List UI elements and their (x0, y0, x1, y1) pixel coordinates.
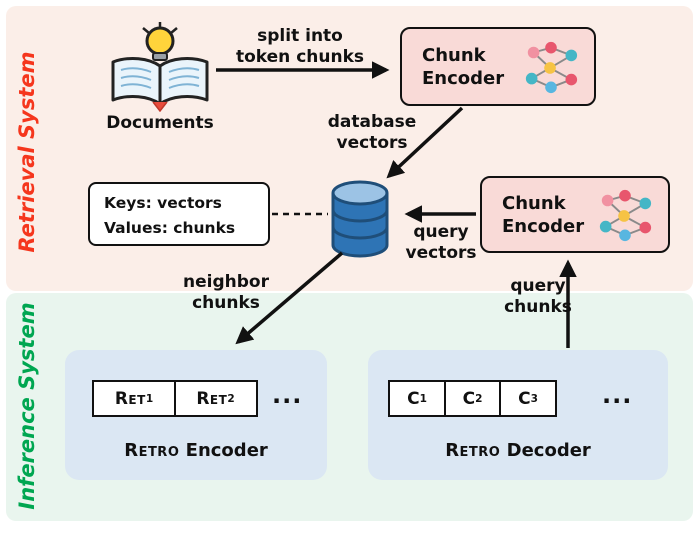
retro-decoder-ellipsis: ... (602, 381, 633, 409)
database-icon (325, 179, 395, 259)
neural-network-icon (525, 41, 578, 93)
values-line: Values: chunks (104, 219, 236, 237)
chunk-encoder-right-label: Chunk Encoder (502, 192, 585, 237)
inference-system-label: Inference System (15, 302, 39, 510)
chunk-encoder-top-label: Chunk Encoder (422, 44, 505, 89)
retro-decoder-title: Retro Decoder (445, 440, 591, 461)
chunk-encoder-top: Chunk Encoder (400, 27, 596, 106)
keys-line: Keys: vectors (104, 194, 222, 212)
neural-network-icon (599, 189, 652, 241)
neighbor-chunks-label: neighbor chunks (183, 272, 269, 313)
book-icon (111, 57, 209, 112)
retrieval-system-label: Retrieval System (15, 51, 39, 253)
chunk-encoder-right: Chunk Encoder (480, 176, 670, 253)
split-into-token-chunks-label: split into token chunks (235, 26, 364, 67)
lightbulb-icon (142, 22, 178, 61)
query-vectors-label: query vectors (405, 222, 477, 263)
documents-label: Documents (106, 113, 214, 133)
database-vectors-label: database vectors (327, 112, 417, 153)
retro-encoder-ellipsis: ... (272, 381, 303, 409)
retro-encoder-title: Retro Encoder (124, 440, 268, 461)
keys-values-box: Keys: vectors Values: chunks (88, 182, 270, 246)
query-chunks-label: query chunks (504, 276, 572, 317)
documents-icon (103, 20, 217, 112)
